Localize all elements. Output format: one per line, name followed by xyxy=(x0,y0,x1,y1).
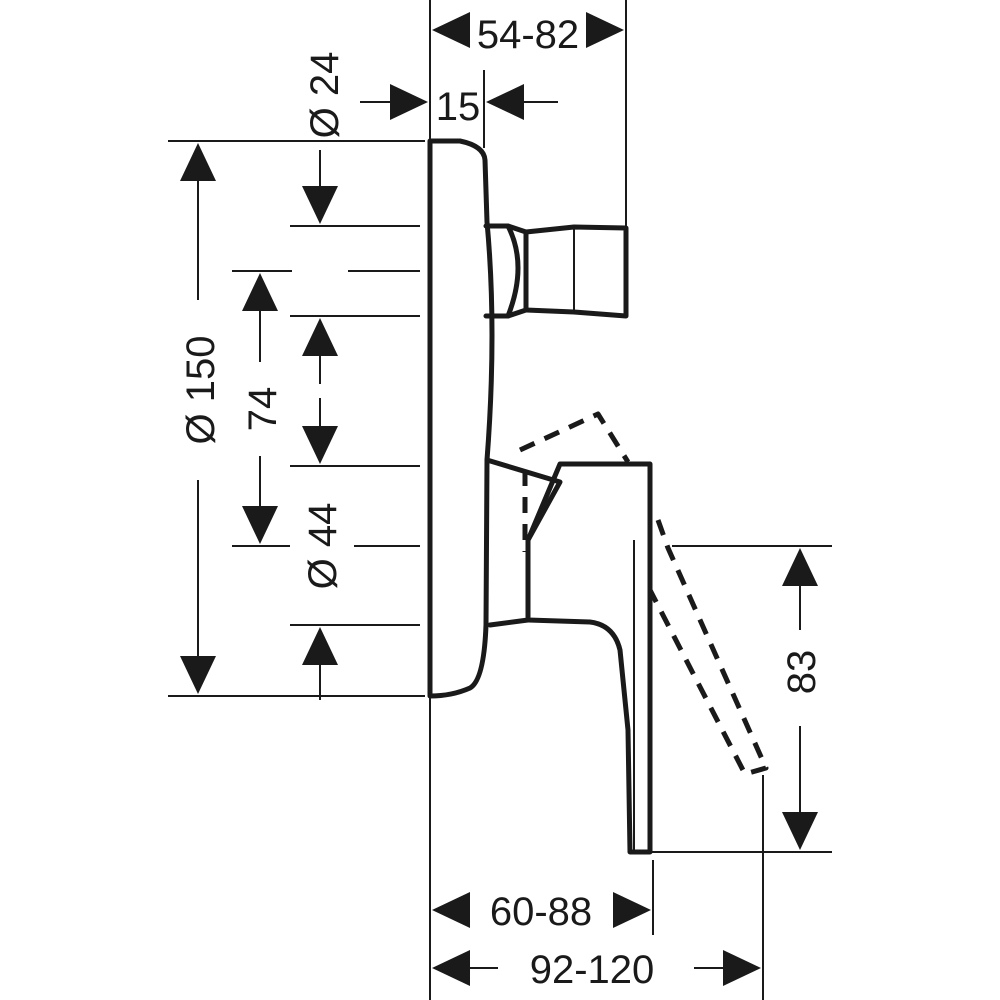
arrowhead-center-top xyxy=(242,273,278,311)
lever-handle xyxy=(484,457,653,855)
dim-center-distance: 74 xyxy=(241,387,285,432)
diverter-outlet xyxy=(483,223,629,319)
lever-alternate-position xyxy=(518,411,769,777)
arrowhead-lever-projection-left xyxy=(432,892,470,928)
arrowhead-cover-diameter-bottom xyxy=(180,656,216,694)
dim-outlet-projection: 54-82 xyxy=(477,13,579,57)
dimension-arrows xyxy=(180,12,818,986)
arrowhead-outlet-projection-right xyxy=(586,12,624,48)
dim-cover-plate-diameter: Ø 150 xyxy=(179,336,223,445)
arrowhead-lever-drop-top xyxy=(782,548,818,586)
arrowhead-lever-projection-right xyxy=(613,892,651,928)
dim-lever-drop: 83 xyxy=(780,650,824,695)
arrowhead-outlet-diameter-top xyxy=(302,186,338,224)
arrowhead-center-bottom xyxy=(242,506,278,544)
dim-lever-hub-diameter: Ø 44 xyxy=(301,503,345,590)
arrowhead-lever-drop-bottom xyxy=(782,812,818,850)
arrowhead-hub-bottom xyxy=(302,627,338,665)
extension-lines xyxy=(168,0,832,1000)
dim-outlet-diameter: Ø 24 xyxy=(303,52,347,139)
arrowhead-hub-top xyxy=(302,426,338,464)
arrowhead-lever-max-left xyxy=(432,950,470,986)
dim-lever-projection: 60-88 xyxy=(490,890,592,934)
arrowhead-cover-depth-right xyxy=(486,84,524,120)
dim-lever-projection-max: 92-120 xyxy=(530,948,655,992)
arrowhead-cover-diameter-top xyxy=(180,143,216,181)
dim-cover-plate-depth: 15 xyxy=(436,85,481,129)
arrowhead-outlet-projection-left xyxy=(432,12,470,48)
arrowhead-lever-max-right xyxy=(723,950,761,986)
arrowhead-cover-depth-left xyxy=(390,84,428,120)
arrowhead-outlet-diameter-bottom xyxy=(302,318,338,356)
cover-plate xyxy=(427,138,495,699)
